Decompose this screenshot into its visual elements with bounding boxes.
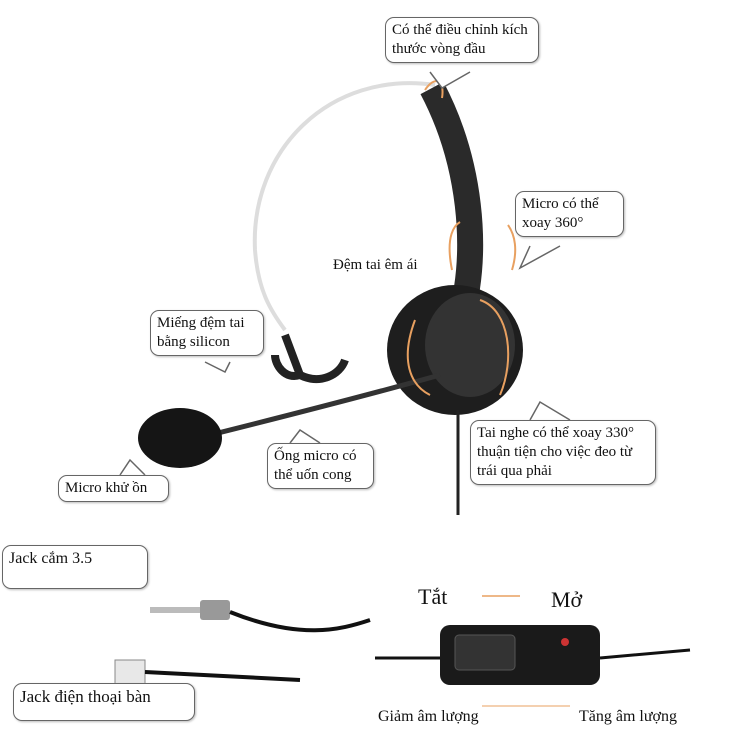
callout-boom: Ống micro có thể uốn cong [267, 443, 374, 489]
callout-jack-phone: Jack điện thoại bàn [13, 683, 195, 721]
callout-silicon-pad: Miếng đệm tai bằng silicon [150, 310, 264, 356]
ear-cup [425, 293, 515, 397]
callout-ear-rotate: Tai nghe có thể xoay 330° thuận tiện cho… [470, 420, 656, 485]
headband-wire [252, 81, 436, 332]
mic-foam [138, 408, 222, 468]
callout-headband: Có thể điều chỉnh kích thước vòng đầu [385, 17, 539, 63]
label-volume-down: Giảm âm lượng [378, 708, 479, 725]
callout-jack-35: Jack cắm 3.5 [2, 545, 148, 589]
callout-noise-mic: Micro khử ồn [58, 475, 169, 502]
label-off: Tắt [418, 584, 448, 609]
label-on: Mở [551, 587, 583, 612]
label-volume-up: Tăng âm lượng [579, 708, 677, 725]
label-ear-cushion: Đệm tai êm ái [333, 257, 418, 273]
callout-mic-rotate: Micro có thể xoay 360° [515, 191, 624, 237]
mic-boom [209, 372, 441, 438]
silicon-pad [271, 333, 349, 383]
rj-plug [114, 659, 146, 685]
